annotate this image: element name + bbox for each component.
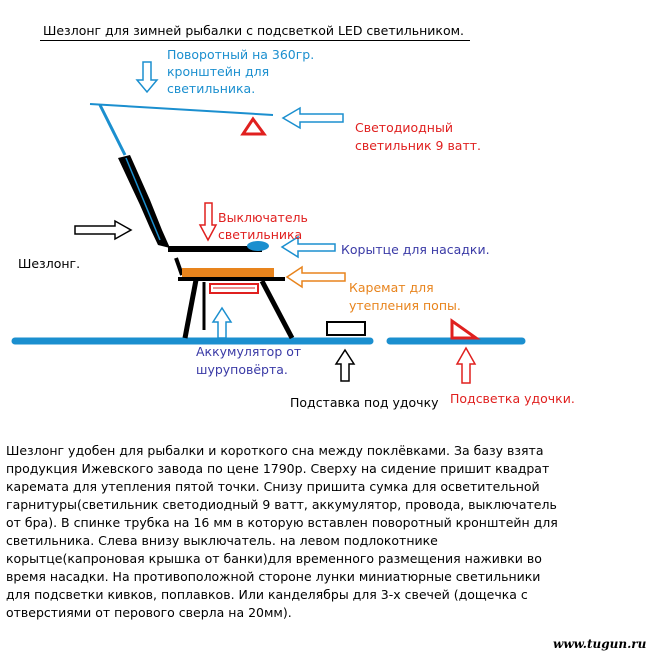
rod-light-icon <box>450 318 481 340</box>
chair-seat-frame <box>174 257 184 276</box>
label-rod-light: Подсветка удочки. <box>450 391 575 406</box>
label-battery: Аккумулятор от шуруповёрта. <box>196 344 302 377</box>
arrow-down-switch <box>198 202 218 242</box>
swivel-bracket-arm <box>89 103 274 116</box>
label-mat: Каремат для утепления попы. <box>349 280 461 313</box>
karemat-mat <box>182 268 274 278</box>
description-paragraph: Шезлонг удобен для рыбалки и короткого с… <box>6 443 558 620</box>
rod-stand-box <box>326 321 366 336</box>
led-lamp-icon <box>240 116 267 136</box>
bait-tray <box>247 241 269 251</box>
chair-leg-back <box>259 279 295 340</box>
label-switch: Выключатель светильника <box>218 210 308 242</box>
label-rod-stand: Подставка под удочку <box>290 395 439 410</box>
swivel-bracket-post <box>98 104 127 156</box>
arrow-down-bracket <box>135 61 159 94</box>
label-swivel-bracket: Поворотный на 360гр. кронштейн для свети… <box>167 47 315 96</box>
chair-back-inner <box>125 157 161 241</box>
arrow-up-battery <box>211 306 233 339</box>
label-bait-tray: Корытце для насадки. <box>341 242 490 257</box>
arrow-up-rod-light <box>455 346 477 384</box>
label-chair: Шезлонг. <box>18 256 81 271</box>
arrow-up-rod-stand <box>334 348 356 382</box>
title-underline <box>40 40 470 41</box>
equipment-bag <box>209 283 259 294</box>
label-led-lamp: Светодиодный светильник 9 ватт. <box>355 120 482 153</box>
diagram-title: Шезлонг для зимней рыбалки с подсветкой … <box>43 23 465 38</box>
arrow-left-led <box>281 106 344 130</box>
arrow-left-mat <box>285 265 346 289</box>
arrow-right-chair <box>74 219 133 241</box>
arrow-left-tray <box>280 235 336 259</box>
watermark: www.tugun.ru <box>553 637 647 651</box>
chair-leg-front <box>182 279 199 339</box>
